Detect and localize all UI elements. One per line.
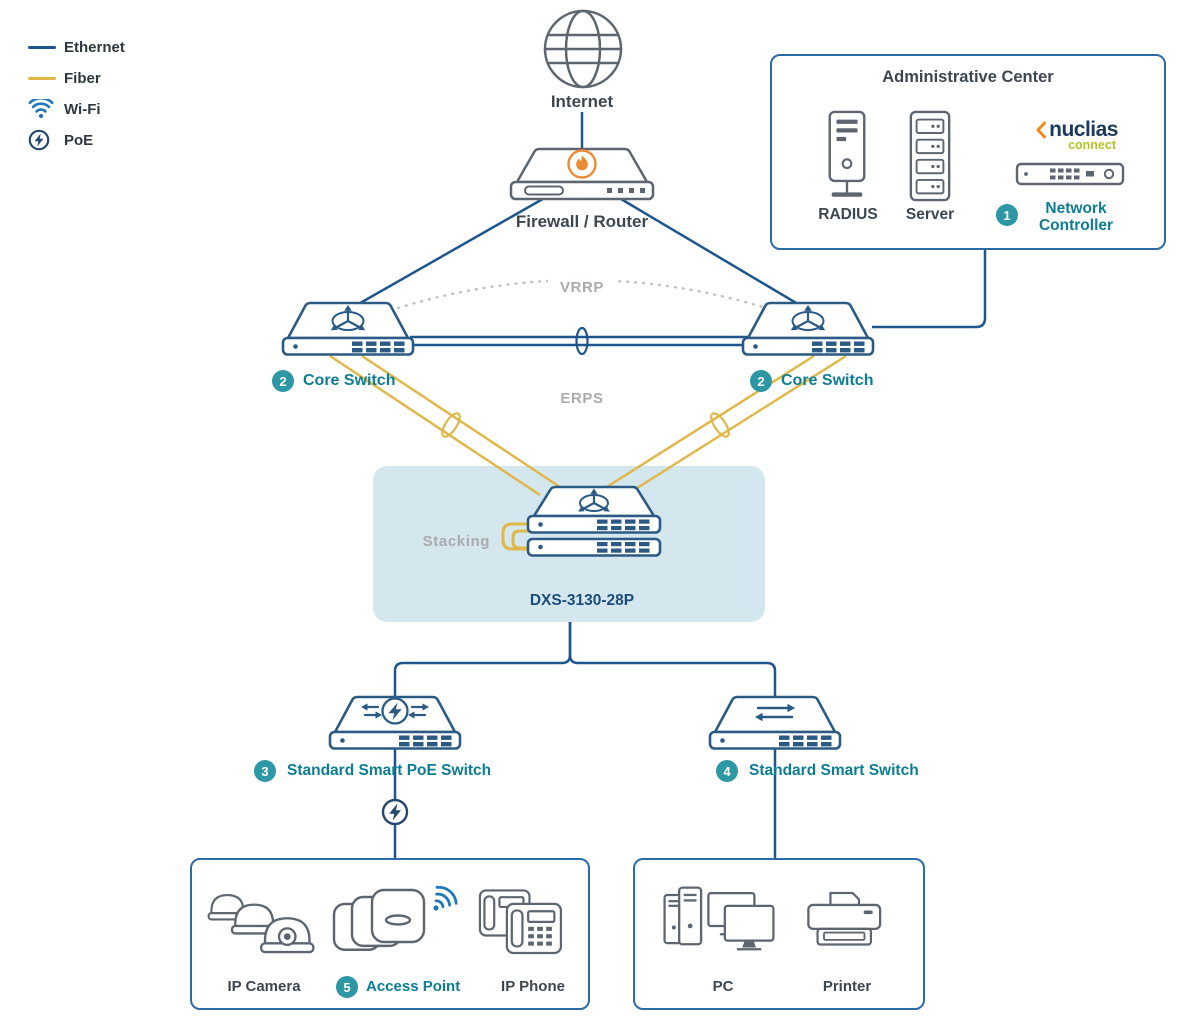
standard-switch-badge: 4 [716, 760, 738, 782]
printer-icon [807, 891, 882, 946]
administrative-center-title: Administrative Center [882, 68, 1054, 86]
nuclias-brand-text: nuclias [1049, 118, 1118, 141]
pc-icons [663, 886, 775, 951]
controller-badge: 1 [996, 204, 1018, 226]
fiber-line-swatch [28, 76, 56, 80]
legend-item-wifi: Wi-Fi [28, 98, 125, 120]
access-point-badge: 5 [336, 976, 358, 998]
server-label: Server [905, 206, 955, 223]
stack-model-label: DXS-3130-28P [529, 592, 635, 609]
legend-label-poe: PoE [64, 131, 94, 149]
stacking-cables-icon [501, 522, 534, 551]
access-point-label: Access Point [366, 978, 461, 995]
administrative-center-box [770, 54, 1166, 250]
poe-icon [28, 129, 50, 151]
vrrp-label: VRRP [548, 279, 616, 296]
legend-label-wifi: Wi-Fi [64, 100, 101, 118]
poe-switch-device [328, 695, 462, 750]
firewall-label: Firewall / Router [515, 212, 649, 231]
fiber-aggregation-icon-right [710, 412, 730, 438]
legend-item-fiber: Fiber [28, 67, 125, 89]
nuclias-connect-text: connect [1068, 138, 1116, 152]
nuclias-connect-logo: nuclias connect [1022, 118, 1118, 152]
ip-phone-icons [478, 889, 563, 955]
printer-label: Printer [822, 978, 872, 995]
transfer-arrows-icon [755, 703, 795, 722]
access-point-icons [332, 885, 458, 951]
poe-on-wire-icon [381, 798, 409, 826]
radius-server-icon [828, 110, 866, 197]
core-switch-left-device [281, 301, 415, 356]
standard-switch-device [708, 695, 842, 750]
core-switch-right-label: Core Switch [781, 372, 874, 389]
ethernet-line-swatch [28, 45, 56, 49]
legend-item-ethernet: Ethernet [28, 36, 125, 58]
core-switch-left-badge: 2 [272, 370, 294, 392]
stacking-label: Stacking [422, 533, 490, 550]
fiber-links [329, 354, 847, 497]
ip-camera-icons [207, 894, 315, 954]
legend-label-ethernet: Ethernet [64, 38, 125, 56]
standard-switch-label: Standard Smart Switch [749, 762, 919, 779]
pc-label: PC [712, 978, 734, 995]
core-switch-right-device [741, 301, 875, 356]
endpoints-left-box [190, 858, 590, 1010]
wifi-waves-icon [433, 885, 458, 911]
firewall-router-device [509, 147, 655, 201]
ethernet-links [347, 112, 987, 858]
link-aggregation-icon [575, 326, 589, 356]
status-dots [607, 188, 645, 193]
radius-label: RADIUS [818, 206, 878, 223]
legend-item-poe: PoE [28, 129, 125, 151]
ip-camera-label: IP Camera [227, 978, 301, 995]
poe-switch-badge: 3 [254, 760, 276, 782]
erps-label: ERPS [560, 390, 604, 407]
internet-globe-icon [543, 9, 623, 89]
internet-label: Internet [550, 92, 614, 111]
core-switch-right-badge: 2 [750, 370, 772, 392]
ip-phone-label: IP Phone [501, 978, 565, 995]
legend-label-fiber: Fiber [64, 69, 101, 87]
server-rack-icon [909, 110, 951, 202]
network-controller-label: Network Controller [1038, 200, 1114, 234]
distribution-arrows-icon [578, 488, 610, 512]
flame-icon [567, 149, 597, 179]
poe-switch-label: Standard Smart PoE Switch [287, 762, 492, 779]
wifi-icon [28, 99, 54, 119]
core-switch-left-label: Core Switch [303, 372, 396, 389]
fiber-aggregation-icon-left [441, 412, 461, 438]
stacked-switch-device [501, 485, 662, 557]
network-controller-device [1015, 162, 1125, 186]
nuclias-chevron-icon [1036, 121, 1047, 139]
endpoints-right-box [633, 858, 925, 1010]
legend: Ethernet Fiber Wi-Fi [28, 36, 125, 151]
poe-lightning-icon [361, 697, 429, 725]
